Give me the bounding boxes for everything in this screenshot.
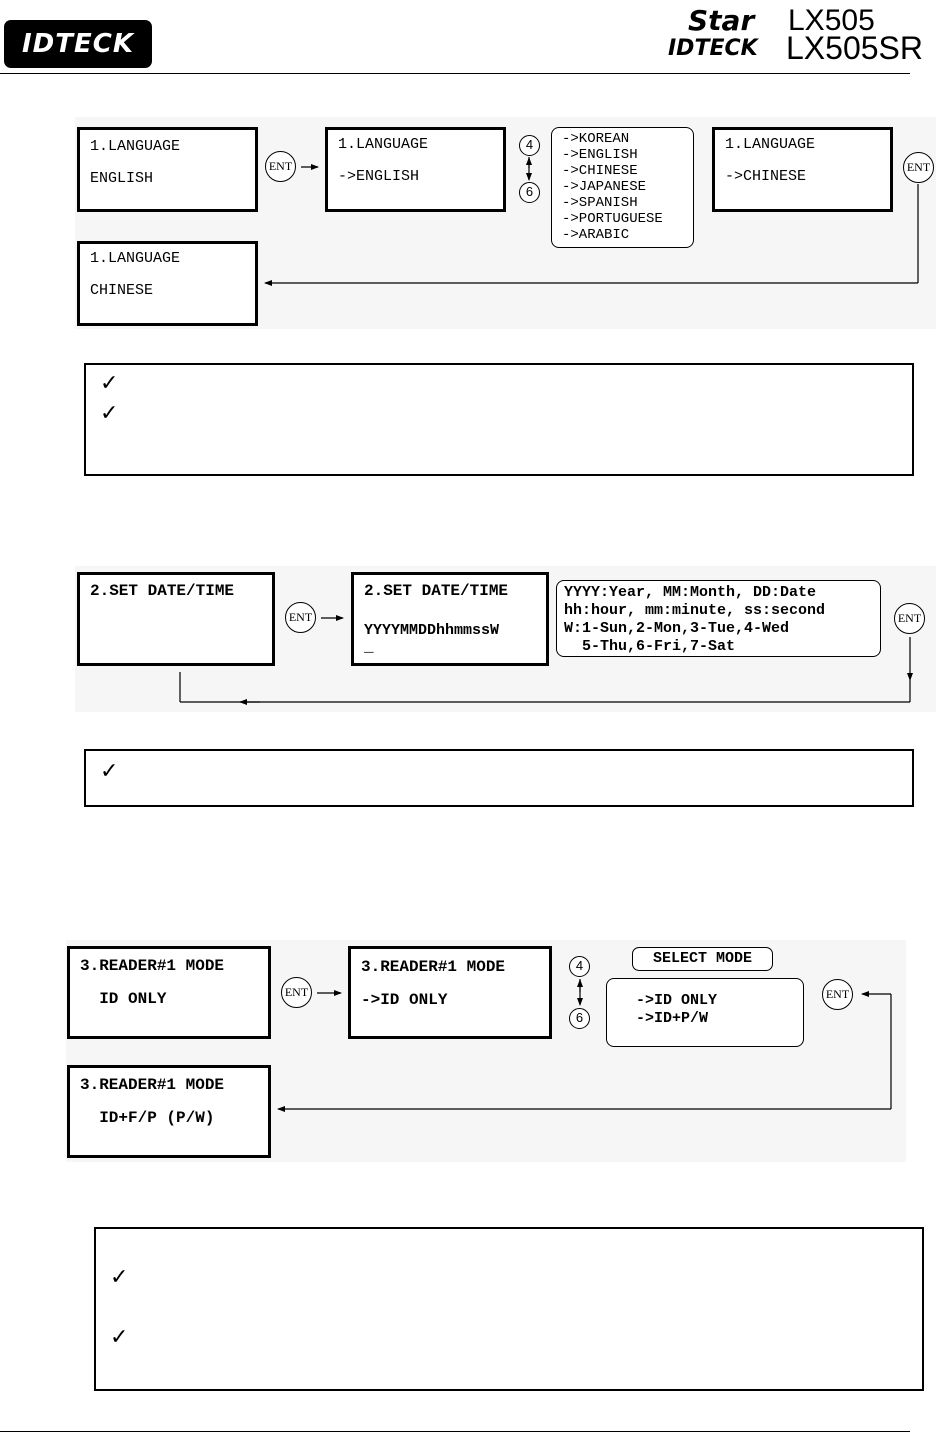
lcd-line: ID ONLY <box>80 990 167 1008</box>
reader-mode-option: ->ID ONLY <box>636 992 718 1009</box>
language-option: ->ENGLISH <box>562 147 638 163</box>
language-option: ->ARABIC <box>562 227 630 243</box>
lcd-language-current: 1.LANGUAGE ENGLISH <box>77 127 258 212</box>
header-rule <box>0 73 910 74</box>
language-options-list: ->KOREAN ->ENGLISH ->CHINESE ->JAPANESE … <box>551 127 694 248</box>
product-brand-idteck: IDTECK <box>668 36 758 61</box>
ent-key: ENT <box>265 151 296 182</box>
language-option: ->KOREAN <box>562 131 630 147</box>
legend-line: W:1-Sun,2-Mon,3-Tue,4-Wed <box>564 620 790 637</box>
check-icon: ✓ <box>100 401 119 426</box>
check-icon: ✓ <box>100 759 119 784</box>
key-4: 4 <box>569 956 590 977</box>
lcd-line: ENGLISH <box>90 170 154 187</box>
reader-mode-option: ->ID+P/W <box>636 1010 709 1027</box>
check-icon: ✓ <box>100 371 119 396</box>
lcd-line: 1.LANGUAGE <box>725 136 816 153</box>
lcd-language-result: 1.LANGUAGE CHINESE <box>77 241 258 326</box>
lcd-line: ID+F/P (P/W) <box>80 1109 215 1127</box>
lcd-cursor: _ <box>364 638 374 656</box>
language-option: ->SPANISH <box>562 195 638 211</box>
product-model-lx505sr: LX505SR <box>786 30 923 66</box>
datetime-format-legend: YYYY:Year, MM:Month, DD:Date hh:hour, mm… <box>556 580 881 657</box>
legend-line: 5-Thu,6-Fri,7-Sat <box>564 638 736 655</box>
ent-key: ENT <box>903 152 934 183</box>
legend-line: YYYY:Year, MM:Month, DD:Date <box>564 584 817 601</box>
key-6: 6 <box>569 1008 590 1029</box>
lcd-language-chosen: 1.LANGUAGE ->CHINESE <box>712 127 893 212</box>
lcd-line: 1.LANGUAGE <box>338 136 429 153</box>
key-4: 4 <box>519 135 540 156</box>
language-option: ->PORTUGUESE <box>562 211 663 227</box>
lcd-line: 1.LANGUAGE <box>90 138 181 155</box>
lcd-line: ->ENGLISH <box>338 168 420 185</box>
language-option: ->JAPANESE <box>562 179 647 195</box>
check-icon: ✓ <box>110 1325 129 1350</box>
language-option: ->CHINESE <box>562 163 638 179</box>
lcd-line: 3.READER#1 MODE <box>80 1076 225 1094</box>
lcd-datetime-entry: 2.SET DATE/TIME YYYYMMDDhhmmssW _ <box>351 572 549 666</box>
check-icon: ✓ <box>110 1265 129 1290</box>
lcd-line: 3.READER#1 MODE <box>80 957 225 975</box>
language-note-box: ✓ ✓ <box>84 363 914 476</box>
lcd-line: 2.SET DATE/TIME <box>364 582 509 600</box>
select-mode-title: SELECT MODE <box>632 947 773 971</box>
lcd-reader-mode-current: 3.READER#1 MODE ID ONLY <box>67 946 271 1039</box>
reader-mode-options: ->ID ONLY ->ID+P/W <box>606 978 804 1047</box>
lcd-line: 1.LANGUAGE <box>90 250 181 267</box>
lcd-line: ->CHINESE <box>725 168 807 185</box>
lcd-line: ->ID ONLY <box>361 991 448 1009</box>
lcd-language-select: 1.LANGUAGE ->ENGLISH <box>325 127 506 212</box>
footer-rule <box>0 1431 910 1432</box>
product-brand-star: Star <box>688 4 755 37</box>
datetime-note-box: ✓ <box>84 749 914 807</box>
idteck-logo: IDTECK <box>4 20 152 68</box>
key-6: 6 <box>519 182 540 203</box>
ent-key: ENT <box>822 979 853 1010</box>
lcd-line: 3.READER#1 MODE <box>361 958 506 976</box>
ent-key: ENT <box>281 977 312 1008</box>
legend-line: hh:hour, mm:minute, ss:second <box>564 602 826 619</box>
ent-key: ENT <box>894 603 925 634</box>
lcd-reader-mode-result: 3.READER#1 MODE ID+F/P (P/W) <box>67 1065 271 1158</box>
lcd-line: 2.SET DATE/TIME <box>90 582 235 600</box>
lcd-reader-mode-select: 3.READER#1 MODE ->ID ONLY <box>348 946 552 1039</box>
reader-note-box: ✓ ✓ <box>94 1227 924 1391</box>
lcd-line: CHINESE <box>90 282 154 299</box>
ent-key: ENT <box>285 602 316 633</box>
lcd-datetime-menu: 2.SET DATE/TIME <box>77 572 275 666</box>
product-model-lx505: LX505 <box>788 4 875 37</box>
lcd-line: YYYYMMDDhhmmssW <box>364 622 500 639</box>
